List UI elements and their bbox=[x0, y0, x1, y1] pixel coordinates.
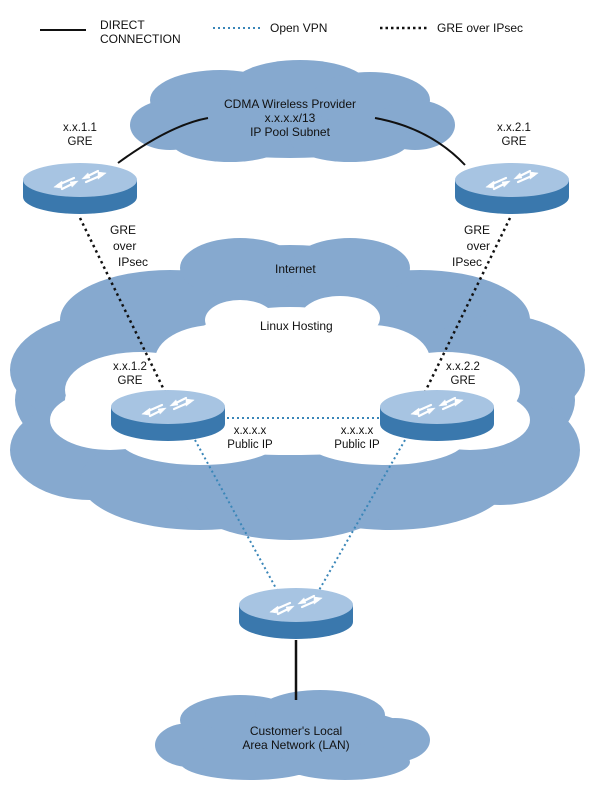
router-top-left-ip: x.x.1.1 bbox=[63, 122, 97, 134]
router-top-left-proto: GRE bbox=[67, 136, 93, 148]
router-top-left bbox=[23, 163, 137, 214]
router-mid-right bbox=[380, 390, 494, 441]
router-top-right-proto: GRE bbox=[501, 136, 527, 148]
direct-connection-right bbox=[374, 117, 466, 166]
internet-label: Internet bbox=[275, 262, 316, 276]
gre-ipsec-right-label: GRE over IPsec bbox=[451, 223, 490, 269]
lan-line1: Customer's Local bbox=[249, 724, 343, 738]
router-mid-left bbox=[111, 390, 225, 441]
cdma-cloud-line1: CDMA Wireless Provider bbox=[223, 97, 357, 111]
router-top-left-label: x.x.1.1 GRE bbox=[50, 121, 110, 149]
direct-connection-left bbox=[117, 117, 209, 164]
router-mid-left-ip: x.x.1.2 bbox=[113, 361, 147, 373]
router-top-right-ip: x.x.2.1 bbox=[497, 122, 531, 134]
lan-line2: Area Network (LAN) bbox=[242, 738, 350, 752]
linux-hosting-label: Linux Hosting bbox=[260, 319, 333, 333]
cdma-cloud-line3: IP Pool Subnet bbox=[250, 125, 330, 139]
router-lan bbox=[239, 588, 353, 639]
router-mid-left-proto: GRE bbox=[117, 375, 143, 387]
legend-openvpn-label: Open VPN bbox=[270, 21, 328, 35]
router-mid-left-label: x.x.1.2 GRE bbox=[100, 360, 160, 388]
cdma-cloud-line2: x.x.x.x/13 bbox=[264, 111, 316, 125]
openvpn-link-right-lan bbox=[317, 439, 406, 593]
public-ip-left-label: x.x.x.x Public IP bbox=[227, 425, 273, 451]
cdma-cloud bbox=[130, 60, 455, 162]
public-ip-right-label: x.x.x.x Public IP bbox=[334, 425, 380, 451]
legend-gre-ipsec-label: GRE over IPsec bbox=[437, 21, 524, 35]
cdma-cloud-label: CDMA Wireless Provider x.x.x.x/13 IP Poo… bbox=[190, 97, 390, 139]
router-mid-right-proto: GRE bbox=[450, 375, 476, 387]
gre-ipsec-left-label: GRE over IPsec bbox=[110, 223, 149, 269]
legend-direct-label: DIRECT CONNECTION bbox=[100, 18, 181, 46]
router-top-right bbox=[455, 163, 569, 214]
lan-cloud-label: Customer's Local Area Network (LAN) bbox=[196, 724, 396, 752]
openvpn-link-left-lan bbox=[194, 439, 279, 593]
gre-ipsec-right-link bbox=[423, 217, 512, 393]
gre-ipsec-left-link bbox=[78, 217, 167, 393]
router-top-right-label: x.x.2.1 GRE bbox=[484, 121, 544, 149]
router-mid-right-ip: x.x.2.2 bbox=[446, 361, 480, 373]
router-mid-right-label: x.x.2.2 GRE bbox=[433, 360, 493, 388]
lan-cloud bbox=[155, 690, 430, 780]
